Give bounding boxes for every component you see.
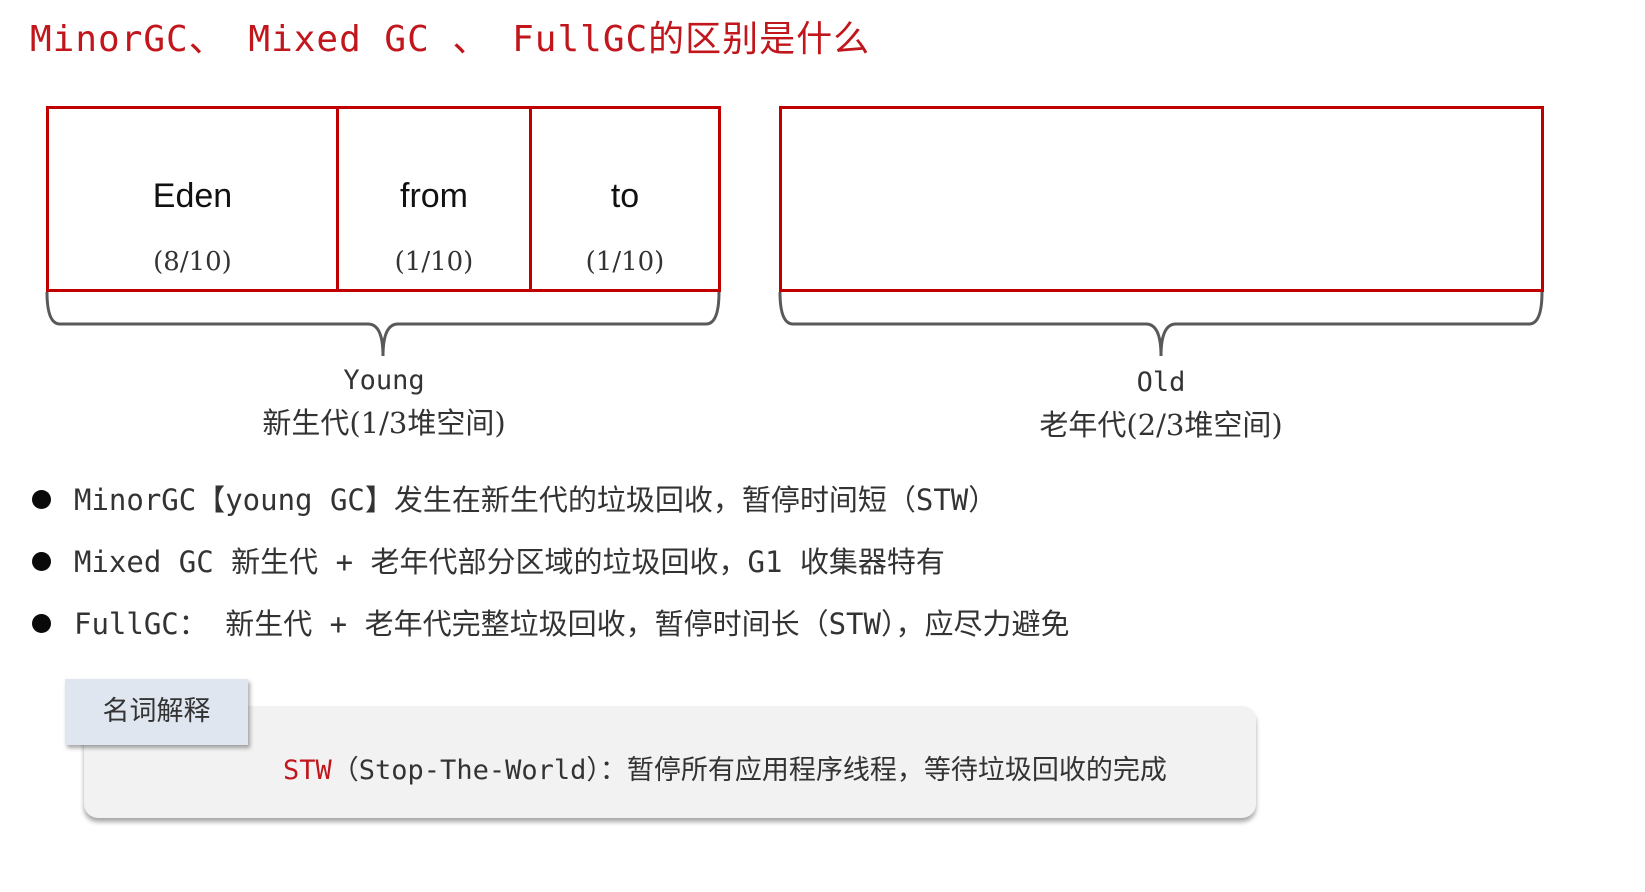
point-text: FullGC： 新生代 + 老年代完整垃圾回收，暂停时间长（STW），应尽力避免 — [74, 607, 1070, 641]
from-label: from — [400, 177, 468, 215]
old-generation-label: Old 老年代(2/3堆空间) — [961, 362, 1361, 446]
young-label-en: Young — [343, 365, 425, 396]
glossary-card: STW（Stop-The-World）：暂停所有应用程序线程，等待垃圾回收的完成 — [84, 706, 1256, 818]
page-title: MinorGC、 Mixed GC 、 FullGC的区别是什么 — [30, 19, 871, 60]
bullet-icon — [32, 552, 51, 571]
eden-ratio: (8/10) — [153, 247, 232, 277]
young-generation-box: Eden (8/10) from (1/10) to (1/10) — [46, 106, 721, 292]
eden-label: Eden — [152, 177, 233, 215]
to-ratio: (1/10) — [585, 247, 665, 277]
young-label-cn: 新生代(1/3堆空间) — [262, 406, 506, 440]
young-generation-label: Young 新生代(1/3堆空间) — [184, 360, 584, 444]
glossary-tag: 名词解释 — [65, 679, 248, 745]
point-text: Mixed GC 新生代 + 老年代部分区域的垃圾回收，G1 收集器特有 — [74, 545, 945, 579]
young-brace — [45, 291, 721, 357]
old-generation-box — [779, 106, 1544, 292]
bullet-icon — [32, 614, 51, 633]
old-label-cn: 老年代(2/3堆空间) — [1039, 408, 1283, 442]
to-label: to — [610, 177, 640, 215]
glossary-definition: （Stop-The-World）：暂停所有应用程序线程，等待垃圾回收的完成 — [331, 755, 1167, 786]
glossary-text: STW（Stop-The-World）：暂停所有应用程序线程，等待垃圾回收的完成 — [283, 748, 1167, 787]
old-label-en: Old — [1136, 367, 1186, 398]
gc-comparison-list: MinorGC【young GC】发生在新生代的垃圾回收，暂停时间短（STW） … — [32, 472, 1069, 658]
from-region: from (1/10) — [336, 109, 529, 289]
list-item: MinorGC【young GC】发生在新生代的垃圾回收，暂停时间短（STW） — [32, 472, 1069, 534]
from-ratio: (1/10) — [394, 247, 474, 277]
list-item: Mixed GC 新生代 + 老年代部分区域的垃圾回收，G1 收集器特有 — [32, 534, 1069, 596]
bullet-icon — [32, 490, 51, 509]
old-brace — [778, 291, 1544, 357]
to-region: to (1/10) — [529, 109, 718, 289]
eden-region: Eden (8/10) — [49, 109, 336, 289]
glossary-term: STW — [283, 755, 332, 786]
point-text: MinorGC【young GC】发生在新生代的垃圾回收，暂停时间短（STW） — [74, 483, 998, 517]
list-item: FullGC： 新生代 + 老年代完整垃圾回收，暂停时间长（STW），应尽力避免 — [32, 596, 1069, 658]
